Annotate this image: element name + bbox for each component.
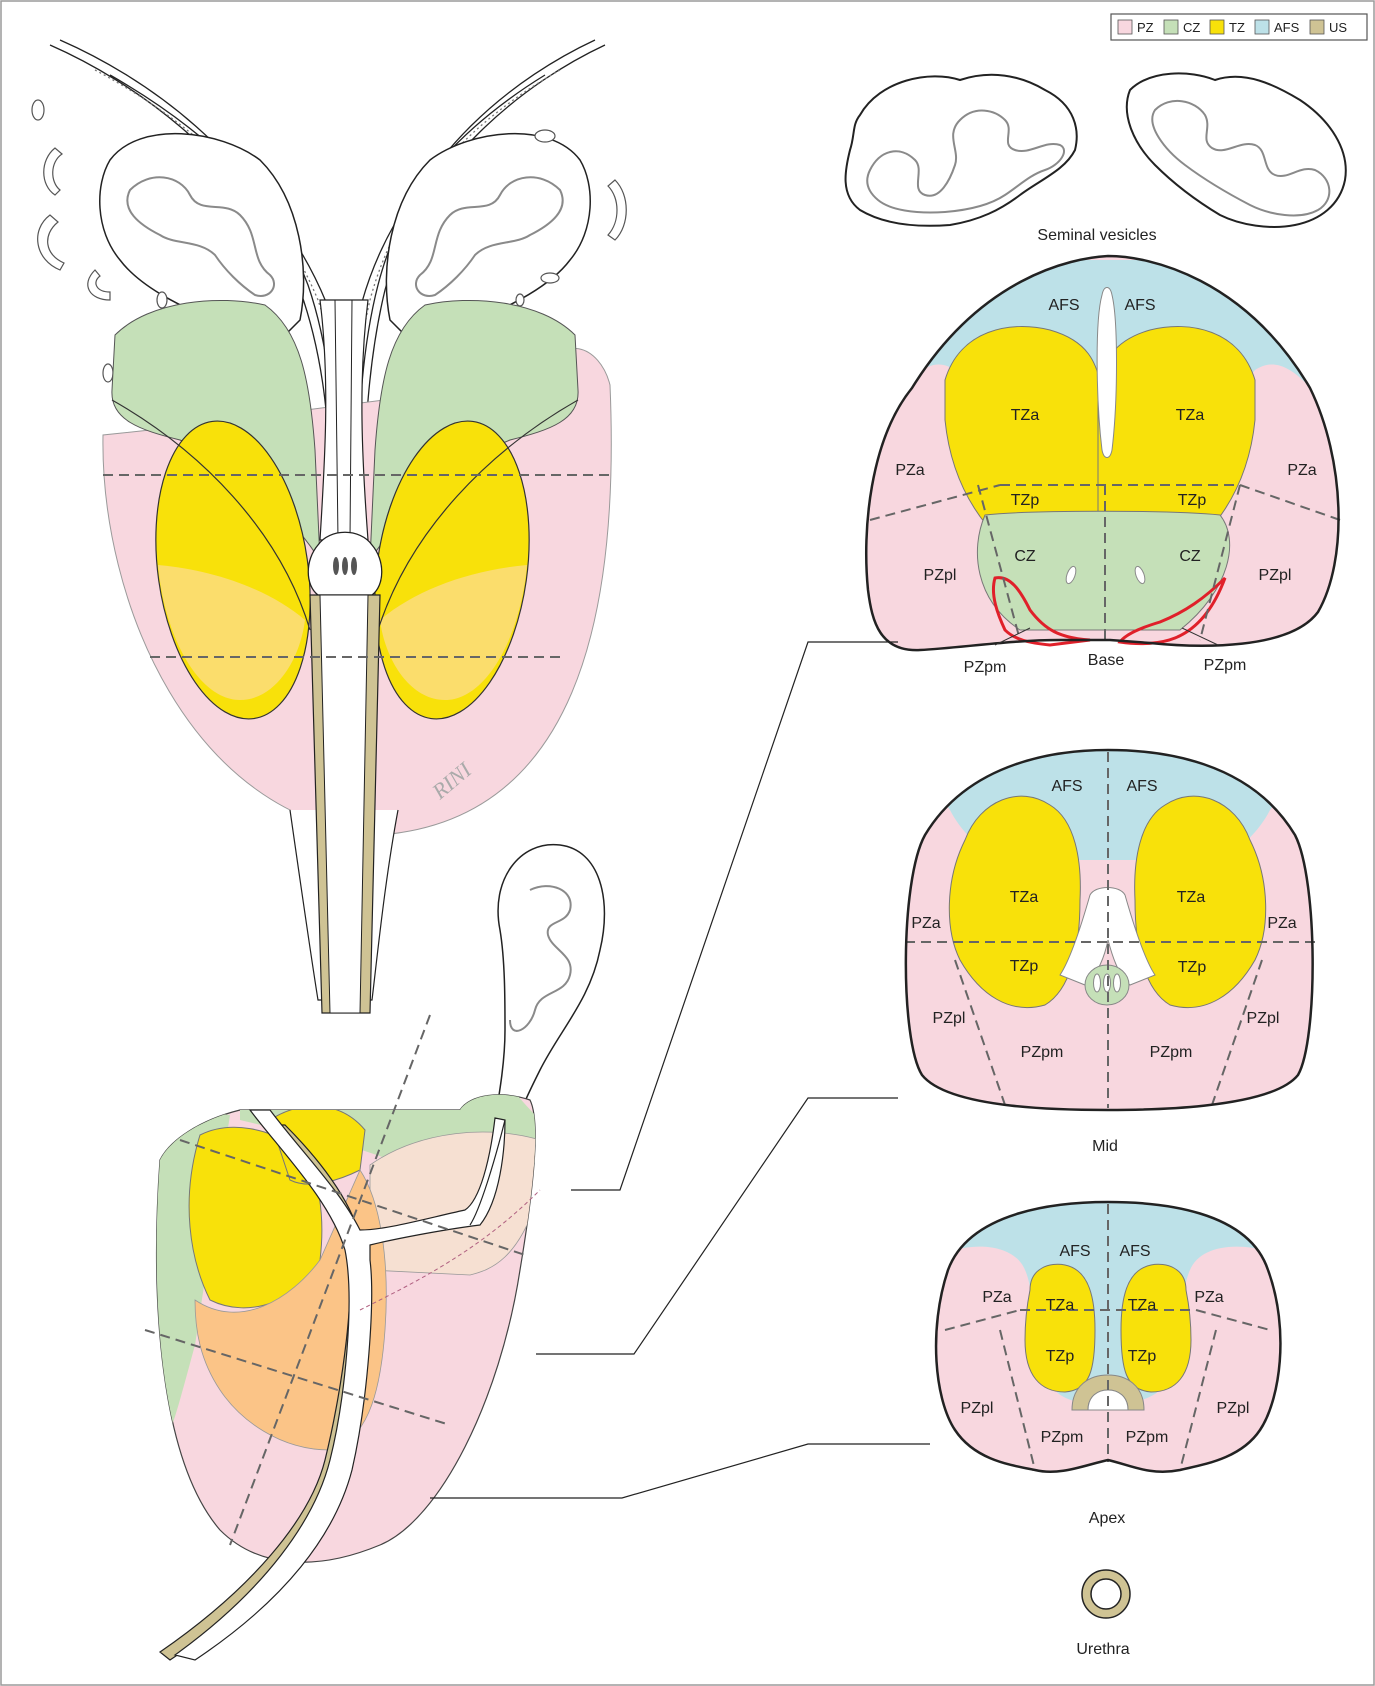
legend-label-afs: AFS xyxy=(1274,20,1300,35)
mid-label-tzp-left: TZp xyxy=(1010,958,1039,975)
mid-label-pzpl-right: PZpl xyxy=(1247,1010,1280,1027)
caption-apex: Apex xyxy=(1089,1510,1125,1527)
seminal-vesicle-axial-right xyxy=(1127,73,1346,227)
apex-label-pza-left: PZa xyxy=(982,1289,1011,1306)
caption-mid: Mid xyxy=(1092,1138,1118,1155)
apex-label-pzpm-right: PZpm xyxy=(1126,1429,1169,1446)
legend: PZ CZ TZ AFS US xyxy=(1111,14,1367,40)
ejaculatory-ducts xyxy=(320,300,368,540)
legend-swatch-afs xyxy=(1255,20,1269,34)
connector-apex xyxy=(430,1444,930,1498)
caption-base: Base xyxy=(1088,652,1125,669)
legend-label-us: US xyxy=(1329,20,1347,35)
base-label-tza-left: TZa xyxy=(1011,407,1040,424)
base-label-tzp-left: TZp xyxy=(1011,492,1040,509)
base-anterior-commissure xyxy=(1097,288,1116,458)
ejaculatory-orifice-right xyxy=(351,557,357,575)
mid-label-afs-left: AFS xyxy=(1051,778,1082,795)
base-cz xyxy=(977,511,1229,630)
base-label-afs-left: AFS xyxy=(1048,297,1079,314)
base-label-pzpl-right: PZpl xyxy=(1259,567,1292,584)
mid-ejaculatory-duct-right xyxy=(1114,974,1121,992)
base-label-cz-right: CZ xyxy=(1179,548,1201,565)
mid-label-pzpl-left: PZpl xyxy=(933,1010,966,1027)
apex-section: AFS AFS PZa PZa TZa TZa TZp TZp PZpl PZp… xyxy=(936,1200,1280,1527)
base-label-cz-left: CZ xyxy=(1014,548,1036,565)
apex-label-pzpl-right: PZpl xyxy=(1217,1400,1250,1417)
mid-label-tza-left: TZa xyxy=(1010,889,1039,906)
connector-mid xyxy=(536,1098,898,1354)
legend-label-pz: PZ xyxy=(1137,20,1154,35)
legend-swatch-cz xyxy=(1164,20,1178,34)
apex-label-pzpl-left: PZpl xyxy=(961,1400,994,1417)
apex-label-tza-right: TZa xyxy=(1128,1297,1157,1314)
mid-label-pza-right: PZa xyxy=(1267,915,1296,932)
mid-label-pzpm-right: PZpm xyxy=(1150,1044,1193,1061)
sagittal-seminal-vesicle xyxy=(495,845,604,1130)
base-label-tzp-right: TZp xyxy=(1178,492,1207,509)
connector-base xyxy=(571,642,898,1190)
utricle-orifice xyxy=(342,557,348,575)
mid-label-tza-right: TZa xyxy=(1177,889,1206,906)
seminal-vesicles-axial: Seminal vesicles xyxy=(846,73,1346,244)
legend-swatch-tz xyxy=(1210,20,1224,34)
legend-label-cz: CZ xyxy=(1183,20,1200,35)
apex-label-tzp-left: TZp xyxy=(1046,1348,1075,1365)
seminal-vesicle-axial-left xyxy=(846,75,1077,226)
mid-label-afs-right: AFS xyxy=(1126,778,1157,795)
mid-label-pzpm-left: PZpm xyxy=(1021,1044,1064,1061)
apex-label-afs-right: AFS xyxy=(1119,1243,1150,1260)
caption-seminal-vesicles: Seminal vesicles xyxy=(1037,227,1156,244)
base-label-pza-right: PZa xyxy=(1287,462,1316,479)
apex-label-tza-left: TZa xyxy=(1046,1297,1075,1314)
base-label-pzpl-left: PZpl xyxy=(924,567,957,584)
mid-ejaculatory-duct-left xyxy=(1094,974,1101,992)
apex-label-pzpm-left: PZpm xyxy=(1041,1429,1084,1446)
apex-label-pza-right: PZa xyxy=(1194,1289,1223,1306)
base-label-pza-left: PZa xyxy=(895,462,924,479)
urethra-lumen xyxy=(1091,1579,1121,1609)
base-label-pzpm-right: PZpm xyxy=(1204,657,1247,674)
ejaculatory-orifice-left xyxy=(333,557,339,575)
caption-urethra: Urethra xyxy=(1076,1641,1129,1658)
legend-label-tz: TZ xyxy=(1229,20,1245,35)
base-section: AFS AFS TZa TZa PZa PZa TZp TZp CZ CZ PZ… xyxy=(866,256,1340,676)
base-label-tza-right: TZa xyxy=(1176,407,1205,424)
base-label-afs-right: AFS xyxy=(1124,297,1155,314)
mid-label-pza-left: PZa xyxy=(911,915,940,932)
urethra-cross-section: Urethra xyxy=(1076,1570,1130,1658)
apex-label-tzp-right: TZp xyxy=(1128,1348,1157,1365)
apex-label-afs-left: AFS xyxy=(1059,1243,1090,1260)
mid-section: AFS AFS TZa TZa PZa PZa TZp TZp PZpl PZp… xyxy=(900,750,1320,1155)
legend-swatch-us xyxy=(1310,20,1324,34)
apex-tz-right xyxy=(1121,1264,1191,1392)
legend-swatch-pz xyxy=(1118,20,1132,34)
mid-label-tzp-right: TZp xyxy=(1178,959,1207,976)
base-label-pzpm-left: PZpm xyxy=(964,659,1007,676)
apex-tz-left xyxy=(1025,1264,1095,1392)
